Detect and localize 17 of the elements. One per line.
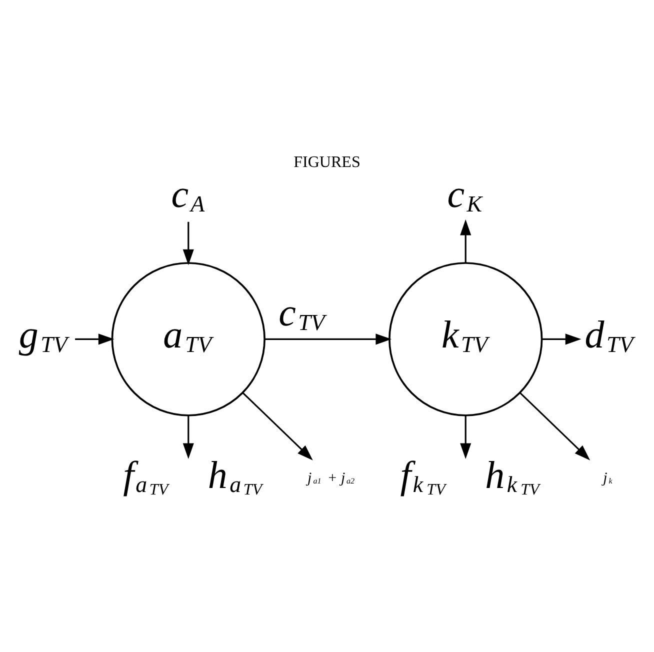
arrow — [75, 334, 114, 345]
arrow — [242, 392, 313, 460]
node-text: cA — [171, 173, 205, 216]
arrow — [182, 415, 194, 460]
node-circle: aTV — [111, 262, 266, 416]
node-circle: kTV — [388, 262, 543, 416]
node-text: gTV — [18, 313, 68, 357]
arrow — [542, 334, 582, 345]
diagram-title: FIGURES — [294, 154, 360, 171]
node-text: dTV — [584, 313, 634, 357]
arrow — [460, 415, 472, 460]
arrow — [520, 392, 590, 460]
arrow — [182, 222, 194, 266]
arrow — [460, 219, 472, 263]
arrow — [264, 334, 392, 345]
edge-label: cTV — [278, 292, 325, 336]
node-text: cK — [447, 173, 482, 216]
